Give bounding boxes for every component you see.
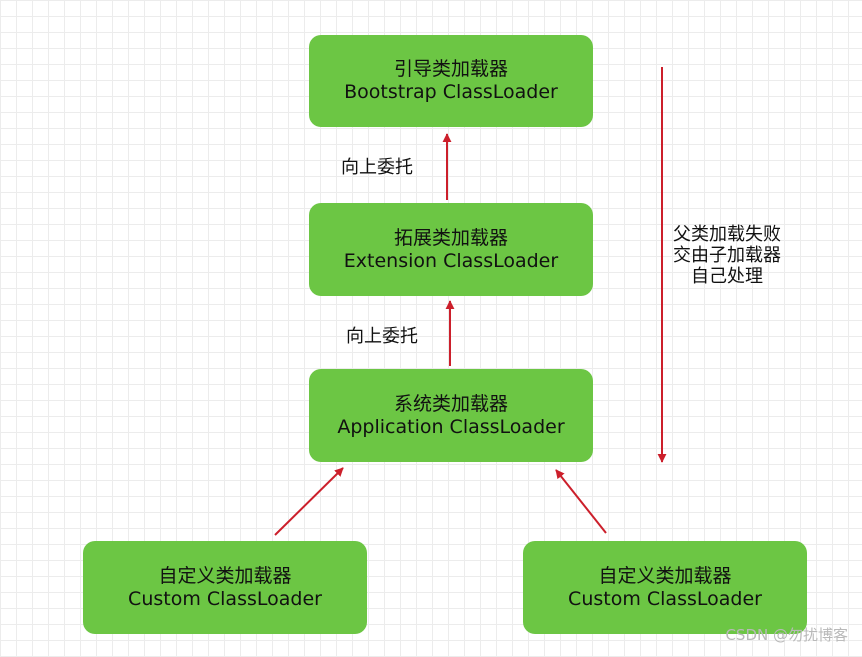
node-label-en: Custom ClassLoader (568, 587, 762, 610)
node-label-en: Extension ClassLoader (343, 249, 559, 272)
note-line: 父类加载失败 (673, 224, 781, 245)
node-label-en: Custom ClassLoader (128, 587, 322, 610)
node-label-zh: 自定义类加载器 (158, 564, 292, 587)
node-label-zh: 系统类加载器 (393, 392, 508, 415)
custom-classloader-right-node: 自定义类加载器 Custom ClassLoader (523, 541, 807, 634)
node-label-zh: 引导类加载器 (393, 58, 508, 80)
arrow-custom-right-to-application (555, 469, 607, 534)
delegate-up-label-upper: 向上委托 (341, 157, 413, 178)
application-classloader-node: 系统类加载器 Application ClassLoader (309, 369, 593, 462)
arrow-custom-left-to-application (274, 467, 344, 536)
custom-classloader-left-node: 自定义类加载器 Custom ClassLoader (83, 541, 367, 634)
note-line: 交由子加载器 (673, 245, 781, 266)
extension-classloader-node: 拓展类加载器 Extension ClassLoader (309, 203, 593, 296)
note-line: 自己处理 (691, 266, 763, 287)
node-label-zh: 拓展类加载器 (393, 226, 508, 249)
parent-fail-note: 父类加载失败 交由子加载器 自己处理 (660, 224, 794, 287)
node-label-zh: 自定义类加载器 (598, 564, 732, 587)
csdn-watermark: CSDN @勿扰博客 (725, 626, 848, 644)
bootstrap-classloader-node: 引导类加载器 Bootstrap ClassLoader (309, 35, 593, 127)
node-label-en: Bootstrap ClassLoader (344, 81, 558, 103)
delegate-up-label-lower: 向上委托 (346, 326, 418, 347)
node-label-en: Application ClassLoader (337, 415, 565, 438)
